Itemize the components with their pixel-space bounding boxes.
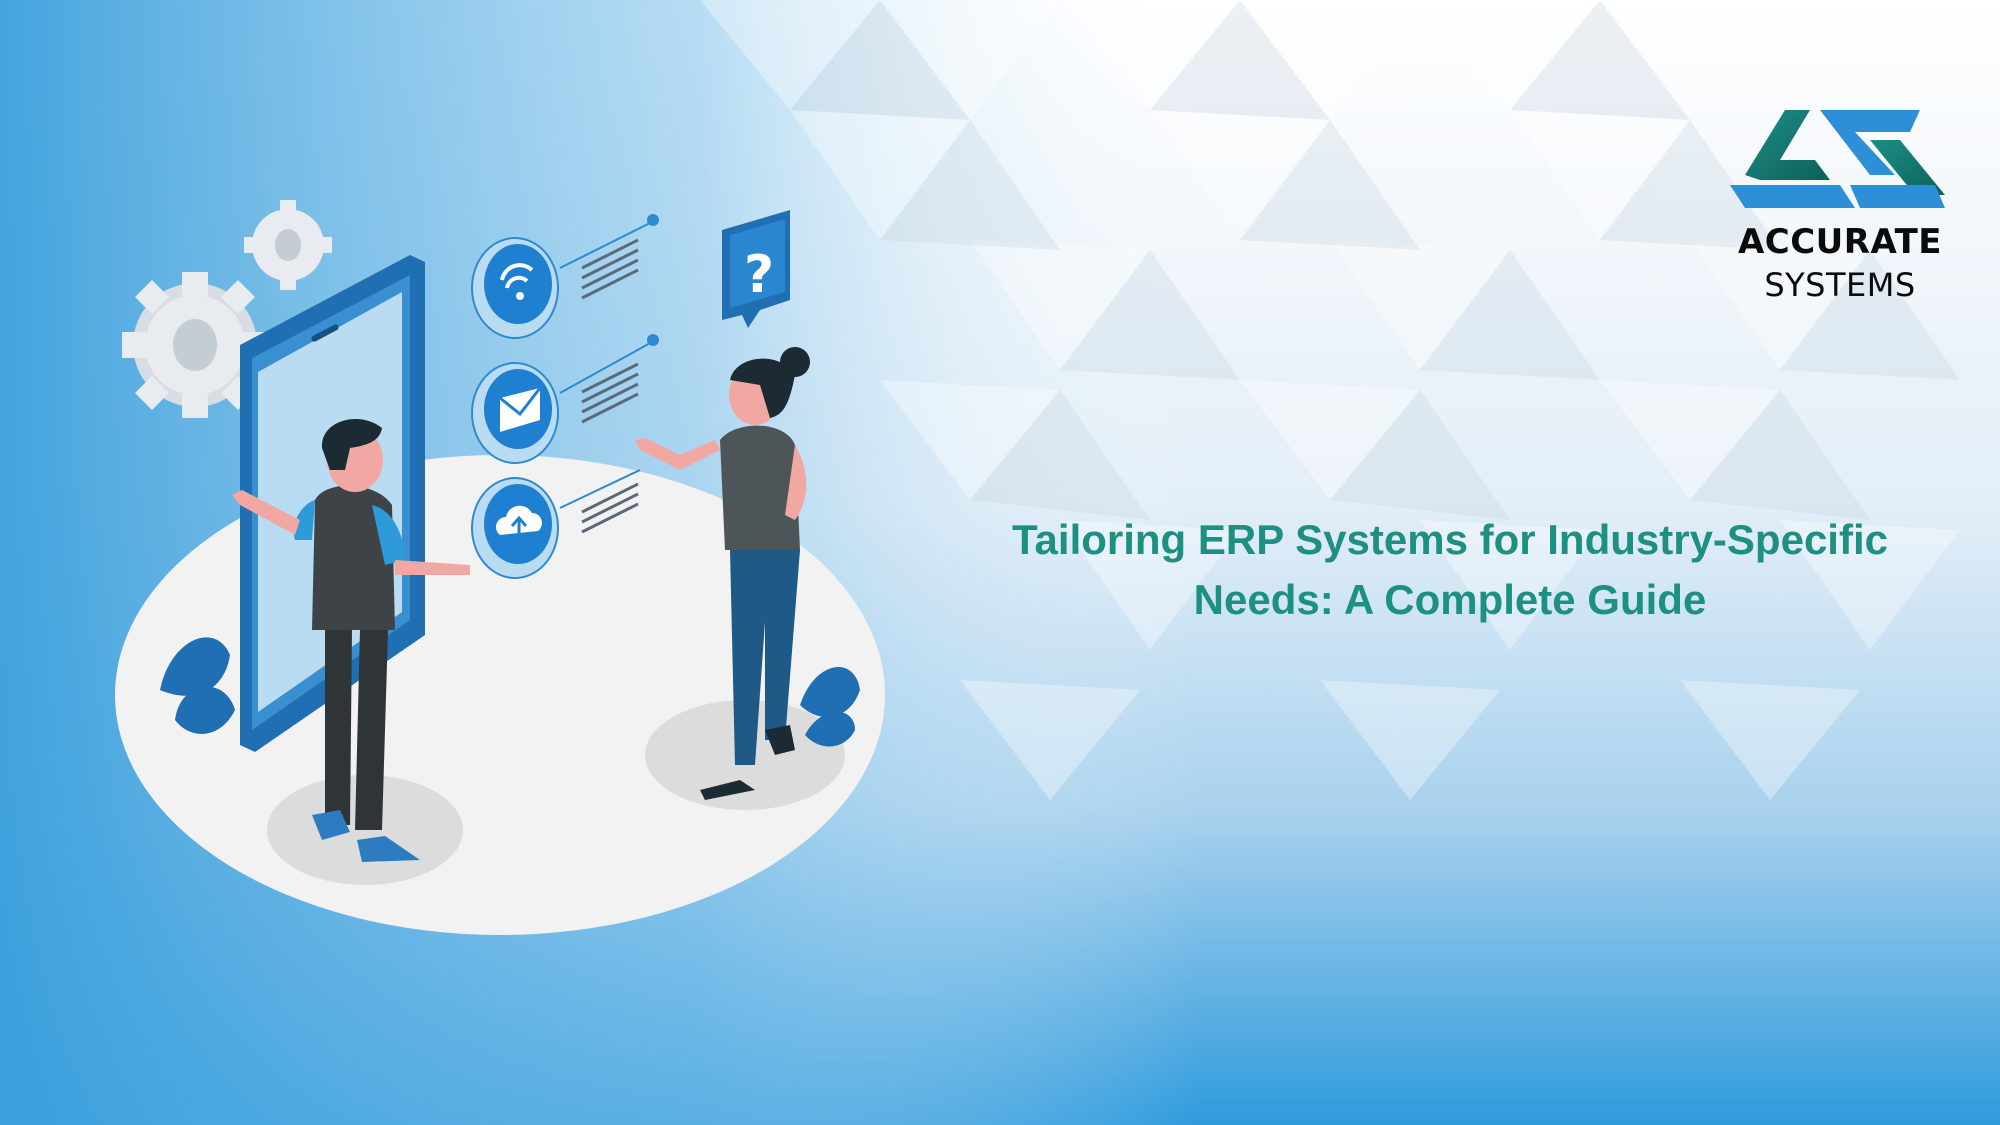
wifi-icon xyxy=(471,214,659,339)
accurate-systems-logo-icon xyxy=(1730,110,1945,208)
polygon-pattern xyxy=(700,0,1960,800)
brand-name-line1: ACCURATE xyxy=(1737,222,1943,262)
page-title-line2: Needs: A Complete Guide xyxy=(1193,576,1707,623)
question-bubble-icon: ? xyxy=(722,210,790,328)
page-title: Tailoring ERP Systems for Industry-Speci… xyxy=(960,510,1940,630)
gear-icon xyxy=(244,200,332,290)
woman-figure xyxy=(635,347,810,800)
brand-name-line2: SYSTEMS xyxy=(1764,266,1916,304)
man-figure xyxy=(232,418,470,862)
svg-text:?: ? xyxy=(744,245,774,305)
page-title-line1: Tailoring ERP Systems for Industry-Speci… xyxy=(1012,516,1888,563)
cloud-upload-icon xyxy=(471,469,641,579)
plant xyxy=(160,637,860,747)
mail-icon xyxy=(471,334,659,464)
gear-icon xyxy=(122,272,268,418)
brand-logo[interactable]: ACCURATE SYSTEMS xyxy=(1720,100,1960,304)
